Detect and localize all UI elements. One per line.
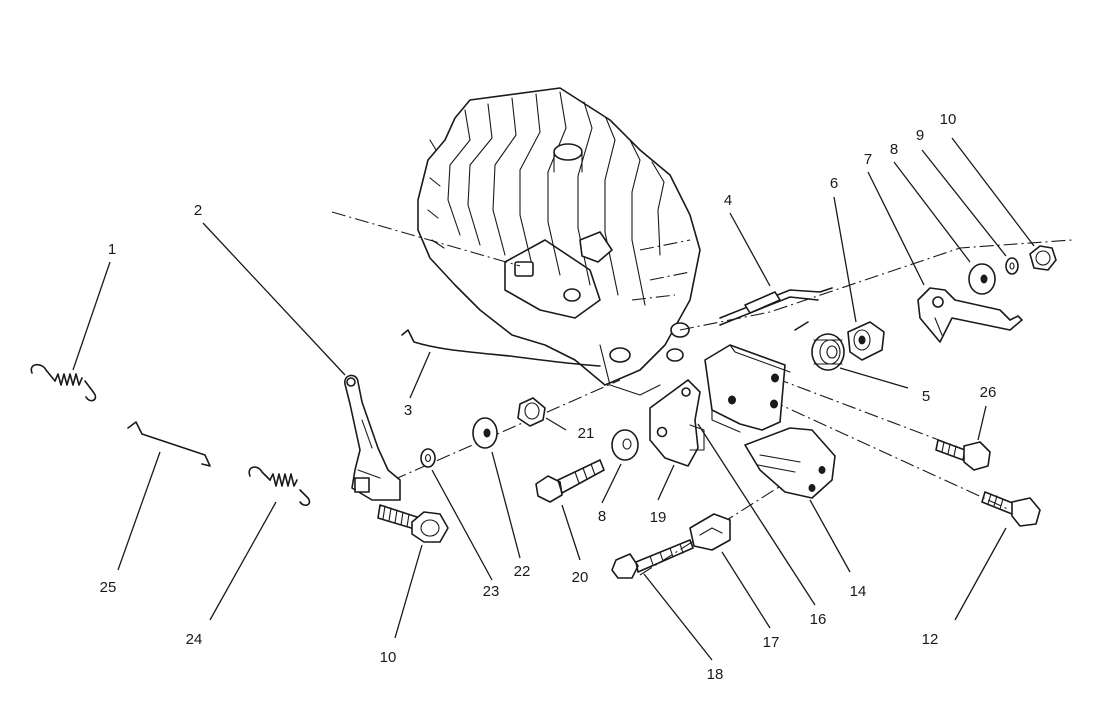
callout-8-upper: 8 bbox=[890, 141, 898, 158]
callout-20: 20 bbox=[572, 569, 589, 586]
callout-leaders bbox=[72, 137, 1035, 661]
part-24-spring bbox=[248, 466, 311, 507]
part-16-control-bracket bbox=[704, 344, 791, 433]
part-5-spring-coil bbox=[794, 321, 845, 371]
part-8-washer-lower bbox=[611, 429, 639, 461]
part-14-lower-plate bbox=[744, 427, 836, 499]
callout-6: 6 bbox=[830, 175, 838, 192]
callout-22: 22 bbox=[514, 563, 531, 580]
callout-7: 7 bbox=[864, 151, 872, 168]
callout-26: 26 bbox=[980, 384, 997, 401]
callout-3: 3 bbox=[404, 402, 412, 419]
callout-17: 17 bbox=[763, 634, 780, 651]
callout-9: 9 bbox=[916, 127, 924, 144]
callout-10-upper: 10 bbox=[940, 111, 957, 128]
part-1-spring bbox=[30, 363, 97, 402]
callout-labels: 1 2 3 4 5 6 7 8 9 10 8 10 12 14 16 17 18… bbox=[100, 111, 997, 683]
part-10-hex-nut-upper bbox=[1029, 245, 1057, 271]
callout-23: 23 bbox=[483, 583, 500, 600]
part-8-washer-upper bbox=[968, 263, 996, 295]
part-9-lock-washer bbox=[1005, 257, 1019, 275]
part-19-bracket-plate bbox=[649, 379, 705, 467]
part-6-bushing bbox=[847, 321, 885, 361]
callout-12: 12 bbox=[922, 631, 939, 648]
callout-14: 14 bbox=[850, 583, 867, 600]
part-22-flat-washer bbox=[472, 417, 498, 449]
callout-5: 5 bbox=[922, 388, 930, 405]
part-3-governor-link bbox=[401, 329, 601, 367]
callout-18: 18 bbox=[707, 666, 724, 683]
part-21-bushing bbox=[517, 397, 546, 427]
part-2-governor-lever bbox=[344, 374, 421, 531]
part-4-choke-rod bbox=[719, 287, 833, 326]
part-26-short-bolt bbox=[935, 439, 991, 471]
part-18-screw bbox=[611, 539, 694, 579]
engine-cylinder-block bbox=[417, 87, 701, 396]
part-7-choke-lever bbox=[917, 287, 1023, 343]
callout-2: 2 bbox=[194, 202, 202, 219]
part-10-hex-nut-lower bbox=[411, 511, 449, 543]
callout-21: 21 bbox=[578, 425, 595, 442]
callout-4: 4 bbox=[724, 192, 732, 209]
part-23-washer bbox=[420, 448, 436, 468]
callout-10-lower: 10 bbox=[380, 649, 397, 666]
callout-19: 19 bbox=[650, 509, 667, 526]
callout-1: 1 bbox=[108, 241, 116, 258]
callout-16: 16 bbox=[810, 611, 827, 628]
assembly-center-lines bbox=[331, 211, 1073, 576]
part-25-link-rod bbox=[127, 421, 211, 467]
part-20-long-bolt bbox=[535, 459, 605, 503]
callout-8-lower: 8 bbox=[598, 508, 606, 525]
callout-24: 24 bbox=[186, 631, 203, 648]
part-12-bolt bbox=[981, 491, 1041, 527]
part-17-clip bbox=[689, 513, 731, 551]
callout-25: 25 bbox=[100, 579, 117, 596]
